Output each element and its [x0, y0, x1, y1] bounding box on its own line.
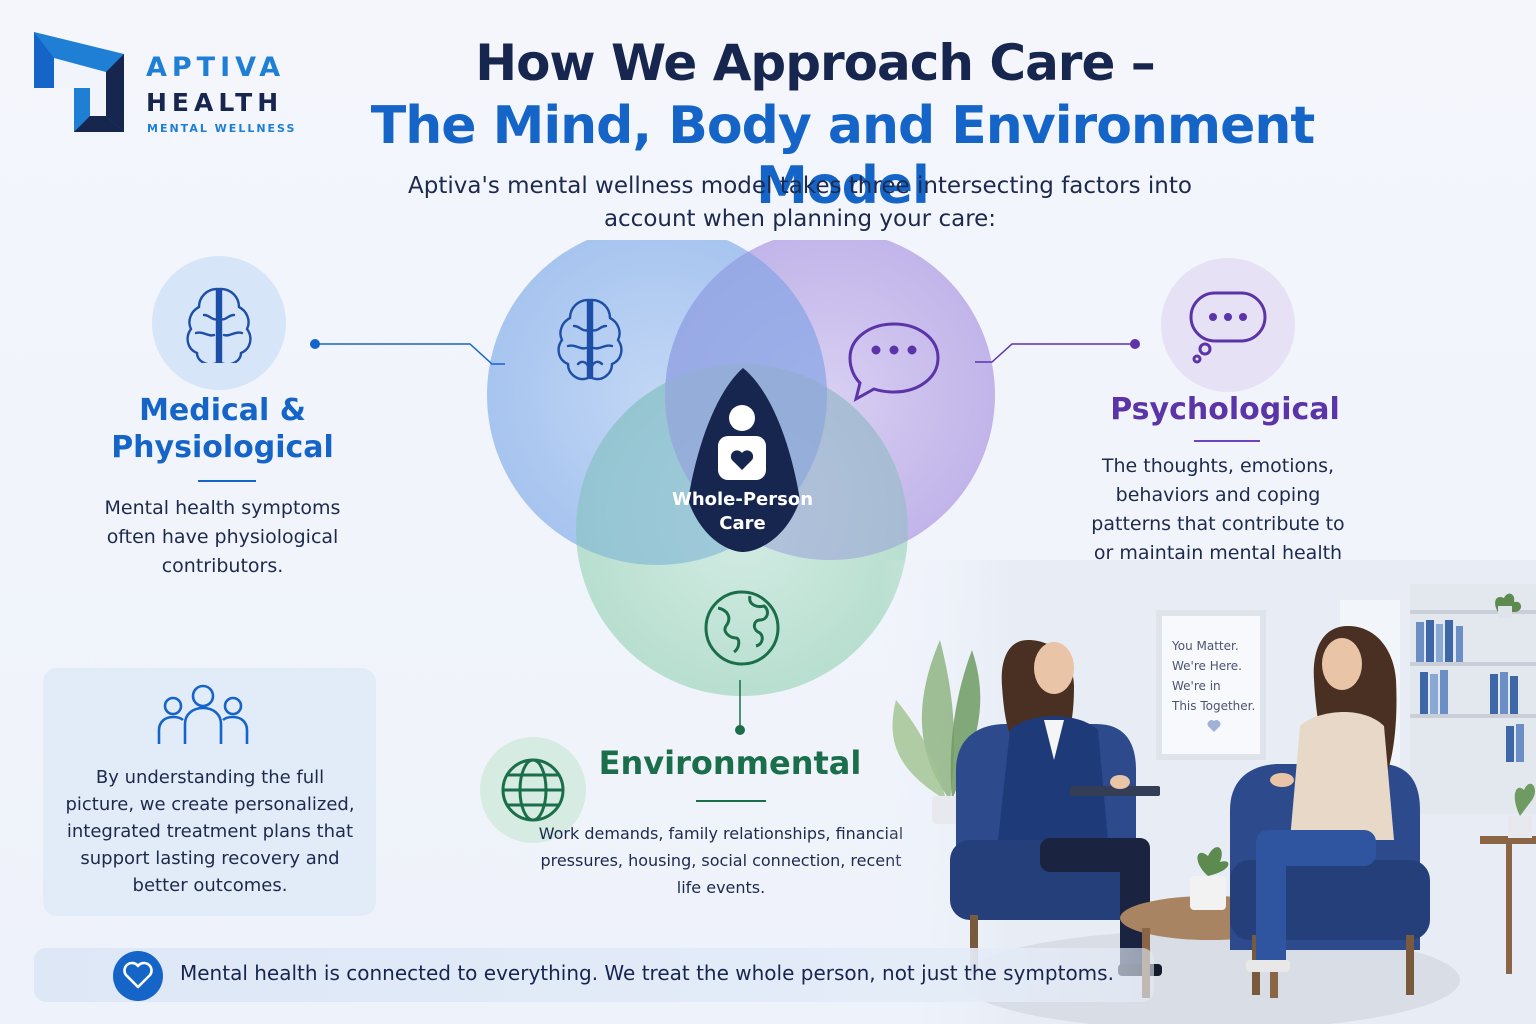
logo-line-3: MENTAL WELLNESS	[147, 122, 297, 135]
info-card-text: By understanding the full picture, we cr…	[65, 767, 355, 896]
environmental-connector	[735, 680, 745, 735]
globe-icon	[501, 758, 565, 822]
medical-divider	[198, 480, 256, 482]
medical-connector	[310, 339, 505, 365]
logo-line-2: HEALTH	[146, 88, 284, 117]
environmental-icon-circle	[480, 737, 586, 843]
heart-icon	[123, 961, 153, 989]
logo-line-1: APTIVA	[146, 52, 286, 83]
thought-bubble-icon	[1189, 291, 1267, 364]
psychological-divider	[1194, 440, 1260, 442]
poster-line: We're Here.	[1172, 659, 1242, 673]
plant-right	[1480, 783, 1536, 974]
footer-heart-badge	[113, 951, 163, 1001]
page-title-line-2: The Mind, Body and Environment Model	[370, 96, 1316, 216]
people-group-icon	[157, 684, 249, 744]
page-subtitle: Aptiva's mental wellness model takes thr…	[408, 173, 1192, 232]
client-figure	[1246, 626, 1397, 972]
therapist-figure	[998, 640, 1162, 976]
psychological-icon-circle	[1161, 258, 1295, 392]
poster-line: This Together.	[1172, 699, 1256, 713]
footer-text: Mental health is connected to everything…	[180, 961, 1114, 985]
motivational-poster	[1156, 610, 1266, 760]
center-label: Whole-Person Care	[671, 489, 814, 534]
speech-bubble-icon	[848, 322, 940, 402]
poster-text: You Matter. We're Here. We're in This To…	[1172, 636, 1262, 716]
environmental-title: Environmental	[598, 744, 862, 782]
poster-line: We're in	[1172, 679, 1221, 693]
globe-icon-venn	[704, 590, 780, 666]
medical-icon-circle	[152, 256, 286, 390]
brain-icon	[186, 287, 252, 363]
brain-icon	[557, 298, 623, 381]
psychological-connector	[975, 339, 1140, 363]
page-title-line-1: How We Approach Care –	[475, 34, 1156, 92]
logo-mark-icon	[34, 32, 124, 132]
venn-diagram	[480, 240, 1010, 710]
person-heart-icon	[718, 405, 766, 480]
medical-description: Mental health symptoms often have physio…	[104, 497, 341, 577]
environmental-description: Work demands, family relationships, fina…	[538, 824, 904, 897]
environmental-divider	[696, 800, 766, 802]
psychological-title: Psychological	[1110, 392, 1340, 427]
bookshelf	[1410, 584, 1536, 814]
aptiva-logo: APTIVA HEALTH MENTAL WELLNESS	[34, 32, 304, 142]
medical-title: Medical & Physiological	[111, 393, 334, 465]
footer-banner	[34, 948, 1154, 1002]
poster-line: You Matter.	[1172, 639, 1239, 653]
